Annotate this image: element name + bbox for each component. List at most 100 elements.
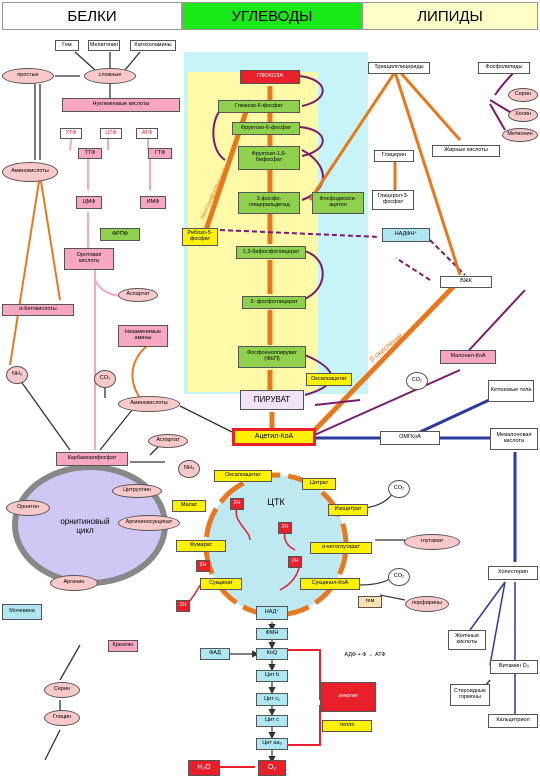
header-carbs: УГЛЕВОДЫ (182, 2, 362, 30)
pyruvate: ПИРУВАТ (240, 390, 304, 410)
cyt-b: Цит b (256, 670, 288, 682)
acetyl-coa: Ацетил-КоА (232, 428, 316, 446)
vitamin-d3: Витамин D₃ (490, 660, 538, 674)
glycine: Глицин (44, 710, 80, 726)
succinyl-coa: Сукцинил-КоА (300, 578, 360, 590)
nucleic-acids: Нуклеиновые кислоты (62, 98, 180, 112)
arginine: Аргинин (50, 575, 98, 591)
serine-protein: Серин (44, 682, 80, 698)
phospholipids: Фосфолипиды (478, 62, 530, 74)
o2: O₂ (258, 760, 286, 776)
melatonin-box: Мелатонин (88, 40, 120, 51)
serine-lipid: Серин (508, 88, 538, 102)
keto-acids: α-Кетокислоты (2, 304, 74, 316)
nh3-left: NH₃ (6, 366, 28, 384)
cyt-c1: Цит c₁ (256, 693, 288, 706)
nad: НАД⁺ (256, 606, 288, 620)
glycerol-3-phosphate: Глицерол-3-фосфат (372, 190, 414, 210)
argininosuccinate: Аргининосукцинат (118, 515, 180, 531)
oxaloacetate-tca: Оксалоацетат (214, 470, 272, 482)
eh3: 2Н (288, 556, 302, 568)
pentose-path-label: пентозофосфатный путь (199, 155, 234, 220)
orotic-acid: Оротовая кислота (64, 248, 114, 270)
imp: ИМФ (140, 196, 166, 209)
cholesterol: Холестерин (488, 566, 538, 580)
malonyl-coa: Малонил-КоА (440, 350, 496, 364)
cyt-aa3: Цит аа₃ (256, 738, 288, 750)
h2o: H₂O (188, 760, 220, 776)
dihydroxyacetone-p: Фосфодиокси-ацетон (312, 192, 364, 214)
catecholamines-box: Катехоламины (130, 40, 176, 51)
ctp: ЦТФ (100, 128, 122, 139)
fad: ФАД (200, 648, 230, 660)
essential-amines: Незаменимые амины (118, 325, 168, 347)
fmn: ФМН (256, 628, 288, 640)
utp: УТФ (60, 128, 82, 139)
fatty-acids: Жирные кислоты (432, 145, 500, 157)
koq: КоQ (256, 648, 288, 660)
ttp: ТТФ (78, 148, 102, 159)
co2-tca2: CO₂ (388, 568, 410, 586)
eh4: 2Н (196, 560, 210, 572)
bile-acids: Желчные кислоты (448, 630, 486, 650)
urea-cycle-label: орнитиновый цикл (60, 517, 110, 535)
triacylglycerols: Триацилглицериды (368, 62, 430, 74)
fructose-16-bisphosphate: Фруктозо-1,6-бифосфат (238, 146, 300, 170)
co2-tca1: CO₂ (388, 480, 410, 498)
amino-acids-mid: Аминокислоты (118, 396, 180, 412)
choline: Холин (508, 108, 538, 122)
carbamoyl-phosphate: Карбамоилфосфат (56, 452, 128, 466)
ornithine: Орнитин (6, 500, 50, 516)
porphyrins: порфирины (405, 596, 449, 612)
simple-proteins: простые (2, 68, 54, 84)
malate: Малат (172, 500, 206, 512)
co2-left: CO₂ (94, 370, 116, 388)
gtp: ГТФ (148, 148, 172, 159)
3-phosphoglycerate: 3- фосфоглицерат (242, 296, 306, 309)
aspartate-urea: Аспартат (148, 434, 188, 448)
complex-proteins: сложные (84, 68, 136, 84)
cmp: ЦМФ (76, 196, 102, 209)
tca-label: ЦТК (267, 497, 285, 507)
co2-lipid: CO₂ (406, 372, 428, 390)
amino-acids-top: Аминокислоты (2, 162, 58, 182)
vzhk: ВЖК (440, 276, 492, 288)
citrate: Цитрат (302, 478, 336, 490)
aspartate-top: Аспартат (118, 288, 158, 302)
prpp: ФРПФ (100, 228, 140, 241)
hmg-coa: ОМГКоА (380, 431, 440, 445)
fumarate: Фумарат (176, 540, 226, 552)
methionine: Метионин (502, 128, 538, 142)
succinate: Сукцинат (200, 578, 242, 590)
energy: энергия (320, 682, 376, 712)
eh5: 2Н (176, 600, 190, 612)
glyceraldehyde-3p: 3-фосфо-глицеральдегид (238, 192, 300, 214)
eh2: 2Н (278, 522, 292, 534)
header-proteins: БЕЛКИ (2, 2, 182, 30)
urea-product: Мочевина (2, 604, 42, 620)
ketone-bodies: Кетоновые тела (488, 380, 534, 402)
glycerol: Глицерин (374, 150, 414, 162)
phosphoenolpyruvate: Фосфоенолпируват (ФЕП) (238, 346, 306, 368)
eh1: 2Н (230, 498, 244, 510)
isocitrate: Изоцитрат (328, 504, 368, 516)
glucose-6-phosphate: Глюкозо-6-фосфат (218, 100, 300, 113)
nadph: НАДФН⁺ (382, 228, 430, 242)
ribose-5-phosphate: Рибозо-5-фосфат (182, 228, 218, 246)
glucose: ГЛЮКОЗА (240, 70, 300, 84)
13-bisphosphoglycerate: 1,3-бифосфоглицерат (236, 246, 306, 259)
adp-equation: АДФ + Ф → АТФ (344, 652, 386, 658)
nh3-urea: NH₃ (178, 460, 200, 478)
cyt-c: Цит c (256, 715, 288, 727)
calcitriol: Кальцитриол (488, 714, 538, 728)
citrulline: Цитруллин (112, 484, 162, 498)
glutamate: глутамат (404, 534, 460, 550)
heme-tca: гем (358, 596, 382, 608)
header-lipids: ЛИПИДЫ (362, 2, 538, 30)
fructose-6-phosphate: Фруктозо-6-фосфат (232, 122, 300, 135)
heat: тепло (322, 720, 372, 732)
atp: АТФ (136, 128, 158, 139)
oxaloacetate-gluconeo: Оксалоацетат (306, 373, 352, 386)
gem-box: Гем (55, 40, 79, 51)
